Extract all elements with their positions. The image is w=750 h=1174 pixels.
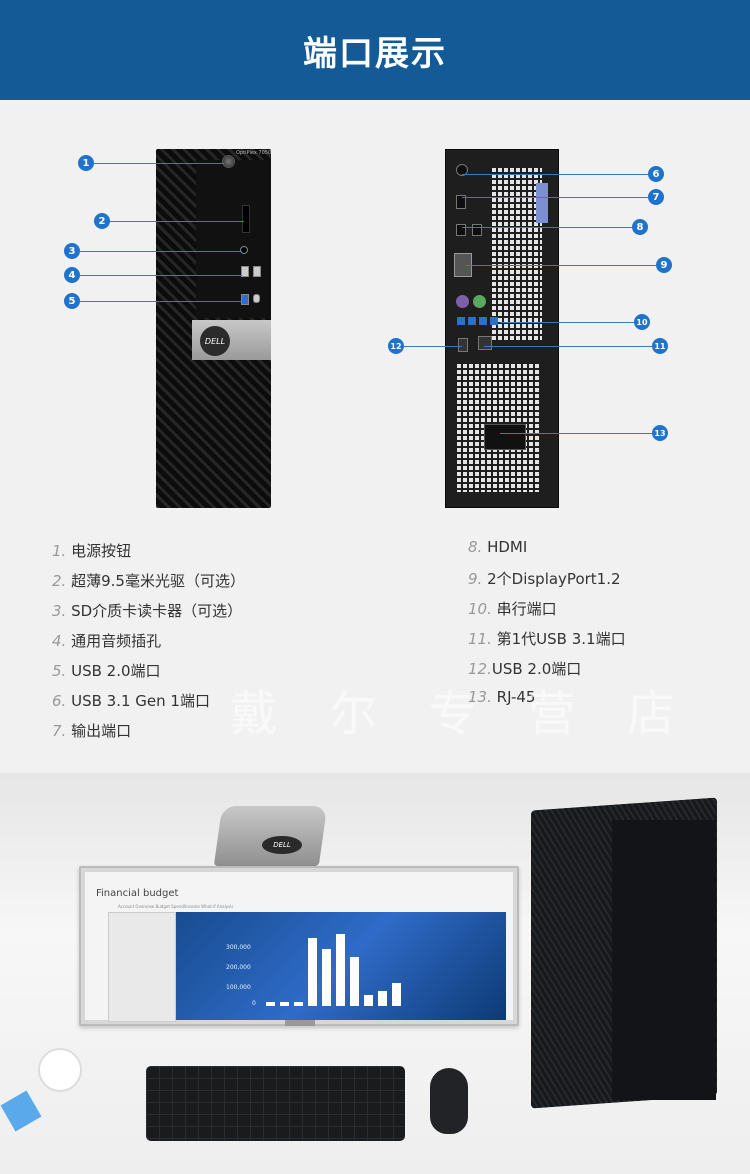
callout-marker: 9 (656, 257, 672, 273)
callout-marker: 11 (652, 338, 668, 354)
callout-marker: 2 (94, 213, 110, 229)
audio-jack-icon (240, 246, 248, 254)
callout-marker: 12 (388, 338, 404, 354)
port-list-item: 7. 输出端口 (52, 722, 132, 740)
ps2-mouse-port (473, 295, 486, 308)
port-list-item: 2. 超薄9.5毫米光驱（可选） (52, 572, 245, 590)
rear-usb3-port (490, 317, 498, 325)
callout-marker: 6 (648, 166, 664, 182)
screen-app-title: Financial budget (96, 888, 179, 899)
monitor-stand-logo: DELL (262, 836, 302, 854)
front-model-label: OptiPlex 7050 (236, 150, 272, 156)
screen-app-nav: Account Overview Budget Spend/Income Wha… (118, 904, 234, 909)
page-title: 端口展示 (303, 33, 447, 74)
rear-audio-out (456, 164, 468, 176)
store-watermark: 戴 尔 专 营 店 (230, 686, 694, 742)
callout-marker: 1 (78, 155, 94, 171)
desktop-tower-front (612, 820, 716, 1100)
rear-displayport (472, 224, 482, 236)
callout-line (80, 251, 242, 252)
port-list-item: 6. USB 3.1 Gen 1端口 (52, 692, 210, 710)
rear-usb3-port (457, 317, 465, 325)
callout-line (110, 221, 244, 222)
screen-side-panel (108, 912, 176, 1022)
ps2-keyboard-port (456, 295, 469, 308)
front-usb-c-port (253, 294, 260, 303)
port-list-item: 4. 通用音频插孔 (52, 632, 162, 650)
dell-logo: DELL (200, 326, 230, 356)
monitor-base (285, 1020, 315, 1026)
optical-drive-slot (242, 205, 250, 233)
port-list-item: 8. HDMI (468, 538, 528, 556)
callout-marker: 13 (652, 425, 668, 441)
callout-marker: 7 (648, 189, 664, 205)
callout-line (462, 174, 650, 175)
rear-usb2-port (458, 338, 468, 352)
port-list-item: 13. RJ-45 (468, 688, 536, 706)
front-usb-port (253, 266, 261, 277)
chart-tick-label: 100,000 (226, 984, 251, 991)
callout-line (80, 301, 242, 302)
screen-chart-bar (280, 1002, 289, 1006)
paperclip-cup (38, 1048, 82, 1092)
callout-line (466, 265, 656, 266)
callout-marker: 8 (632, 219, 648, 235)
callout-line (462, 197, 650, 198)
front-io-panel (196, 160, 271, 318)
rear-vent-upper (490, 166, 542, 341)
screen-chart-bar (364, 995, 373, 1006)
callout-line (462, 227, 634, 228)
port-list-item: 11. 第1代USB 3.1端口 (468, 630, 626, 648)
port-list-item: 9. 2个DisplayPort1.2 (468, 570, 621, 588)
front-usb-port (241, 266, 249, 277)
screen-chart-bar (308, 938, 317, 1006)
screen-chart-bar (350, 957, 359, 1006)
screen-chart-bar (392, 983, 401, 1006)
front-usb3-port (241, 294, 249, 305)
screen-chart-bar (294, 1002, 303, 1006)
port-list-item: 10. 串行端口 (468, 600, 557, 618)
callout-marker: 3 (64, 243, 80, 259)
rear-usb3-port (479, 317, 487, 325)
screen-chart-bar (378, 991, 387, 1006)
port-list-item: 12.USB 2.0端口 (468, 660, 582, 678)
rear-latch (536, 183, 548, 223)
callout-marker: 4 (64, 267, 80, 283)
rear-usb3-port (468, 317, 476, 325)
callout-line (500, 433, 652, 434)
rear-rj45-port (478, 336, 492, 350)
mouse (430, 1068, 468, 1134)
callout-marker: 5 (64, 293, 80, 309)
port-list-item: 3. SD介质卡读卡器（可选） (52, 602, 243, 620)
screen-chart-bar (336, 934, 345, 1006)
callout-line (404, 346, 462, 347)
chart-tick-label: 200,000 (226, 964, 251, 971)
rear-displayport (456, 224, 466, 236)
ports-section (0, 100, 750, 774)
power-button-icon (222, 155, 235, 168)
rear-hdmi-port (456, 195, 466, 209)
callout-line (94, 163, 224, 164)
callout-line (484, 346, 652, 347)
port-list-item: 5. USB 2.0端口 (52, 662, 161, 680)
screen-chart-bar (322, 949, 331, 1006)
callout-marker: 10 (634, 314, 650, 330)
power-socket (484, 424, 526, 450)
chart-tick-label: 0 (252, 1000, 256, 1007)
keyboard (146, 1066, 405, 1141)
page-header: 端口展示 (0, 0, 750, 100)
monitor-stand (213, 806, 328, 866)
callout-line (80, 275, 242, 276)
port-list-item: 1. 电源按钮 (52, 542, 132, 560)
callout-line (500, 322, 634, 323)
chart-tick-label: 300,000 (226, 944, 251, 951)
screen-chart-bar (266, 1002, 275, 1006)
